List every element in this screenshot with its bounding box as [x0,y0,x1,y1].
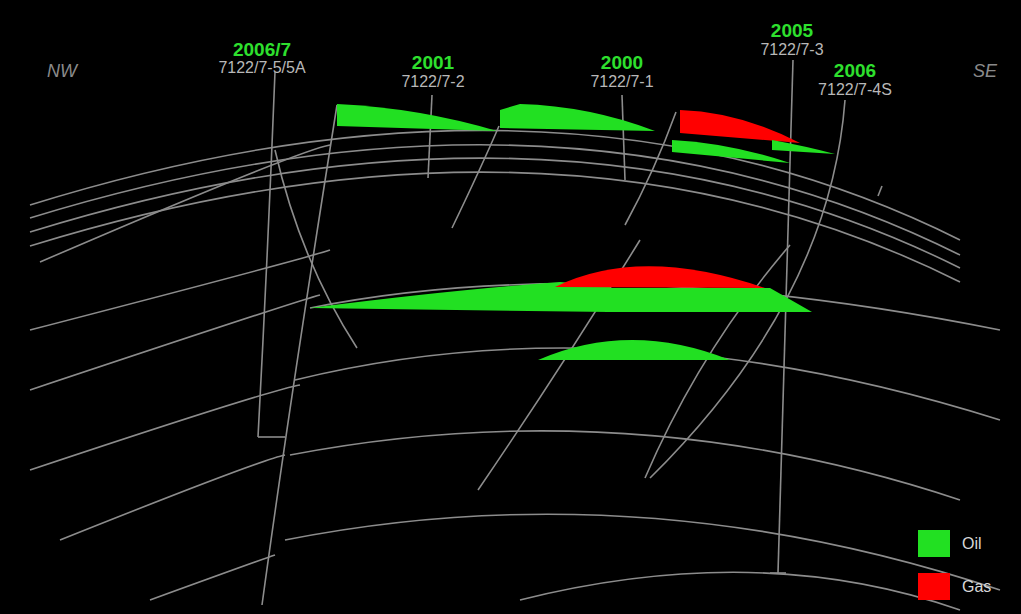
well-name: 7122/7-5/5A [218,59,305,77]
well-name: 7122/7-1 [590,73,653,91]
year-label: 2006/7 [233,40,291,61]
legend-swatch [918,573,950,600]
direction-label: SE [973,62,997,82]
well-name: 7122/7-3 [760,41,823,59]
legend-text: Oil [962,535,982,553]
direction-label: NW [47,62,77,82]
legend-swatch [918,530,950,557]
legend-text: Gas [962,578,991,596]
well-name: 7122/7-2 [401,73,464,91]
year-label: 2000 [601,53,643,74]
year-label: 2006 [834,61,876,82]
year-label: 2001 [412,53,454,74]
year-label: 2005 [771,21,813,42]
well-name: 7122/7-4S [818,81,892,99]
